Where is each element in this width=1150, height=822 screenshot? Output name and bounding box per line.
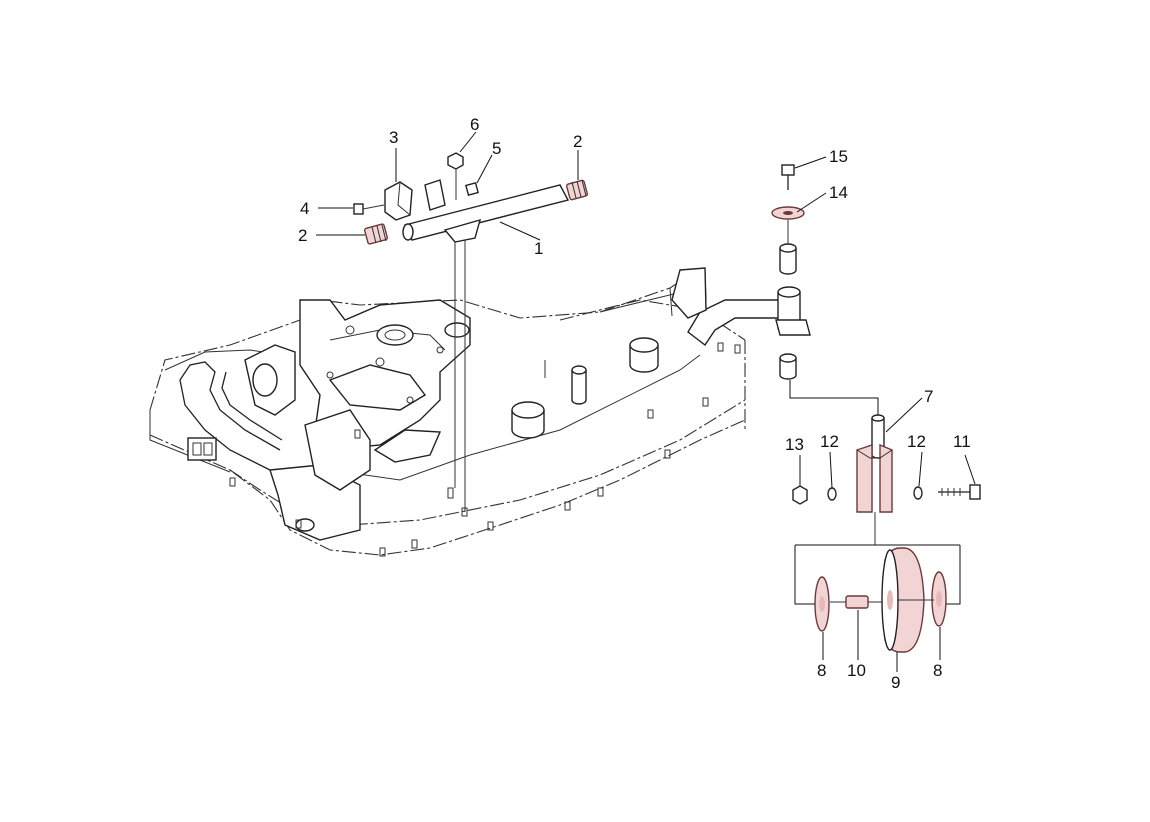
part-4-bolt <box>353 203 385 215</box>
callout-5: 5 <box>492 139 501 158</box>
part-15-bolt <box>781 164 795 190</box>
part-9-wheel <box>881 547 934 653</box>
part-6-nut <box>447 152 464 200</box>
callout-15: 15 <box>829 147 848 166</box>
callout-8-right: 8 <box>933 661 942 680</box>
callout-14: 14 <box>829 183 848 202</box>
part-5-nut <box>465 182 479 196</box>
callout-4: 4 <box>300 199 309 218</box>
leader-lines <box>316 131 976 672</box>
part-12-washer-left <box>827 487 837 501</box>
part-11-bolt <box>938 484 981 500</box>
front-roller-bracket <box>244 344 371 541</box>
callout-labels: 1 2 2 3 4 5 6 7 8 8 9 10 11 12 12 13 14 … <box>298 115 971 692</box>
part-2-bushing-right <box>565 179 589 201</box>
deck-studs <box>229 342 741 557</box>
part-8-hubcap-left <box>814 576 830 632</box>
callout-12-right: 12 <box>907 432 926 451</box>
callout-3: 3 <box>389 128 398 147</box>
callout-10: 10 <box>847 661 866 680</box>
callout-8-left: 8 <box>817 661 826 680</box>
deck-handle <box>179 361 283 471</box>
part-1-pivot-tube <box>402 179 570 512</box>
part-3-block <box>384 181 413 221</box>
part-13-nut <box>792 485 808 505</box>
callout-11: 11 <box>953 432 971 451</box>
spindle-housings <box>511 337 659 439</box>
callout-13: 13 <box>785 435 804 454</box>
pulley-hub <box>376 324 414 346</box>
callout-6: 6 <box>470 115 479 134</box>
callout-12-left: 12 <box>820 432 839 451</box>
callout-7: 7 <box>924 387 933 406</box>
callout-1: 1 <box>534 239 543 258</box>
part-7-caster-fork <box>856 414 893 545</box>
part-10-axle-spacer <box>830 595 882 609</box>
part-8-hubcap-right <box>931 571 947 627</box>
caster-lower-spacer <box>779 353 797 380</box>
part-12-washer-right <box>913 486 923 500</box>
caster-spacer <box>779 243 797 275</box>
callout-2-right: 2 <box>573 132 582 151</box>
caster-arm-tube <box>671 267 781 347</box>
caster-pivot-housing <box>775 286 811 336</box>
callout-2-left: 2 <box>298 226 307 245</box>
part-2-bushing-left <box>364 223 388 245</box>
callout-9: 9 <box>891 673 900 692</box>
part-14-washer <box>771 206 805 220</box>
